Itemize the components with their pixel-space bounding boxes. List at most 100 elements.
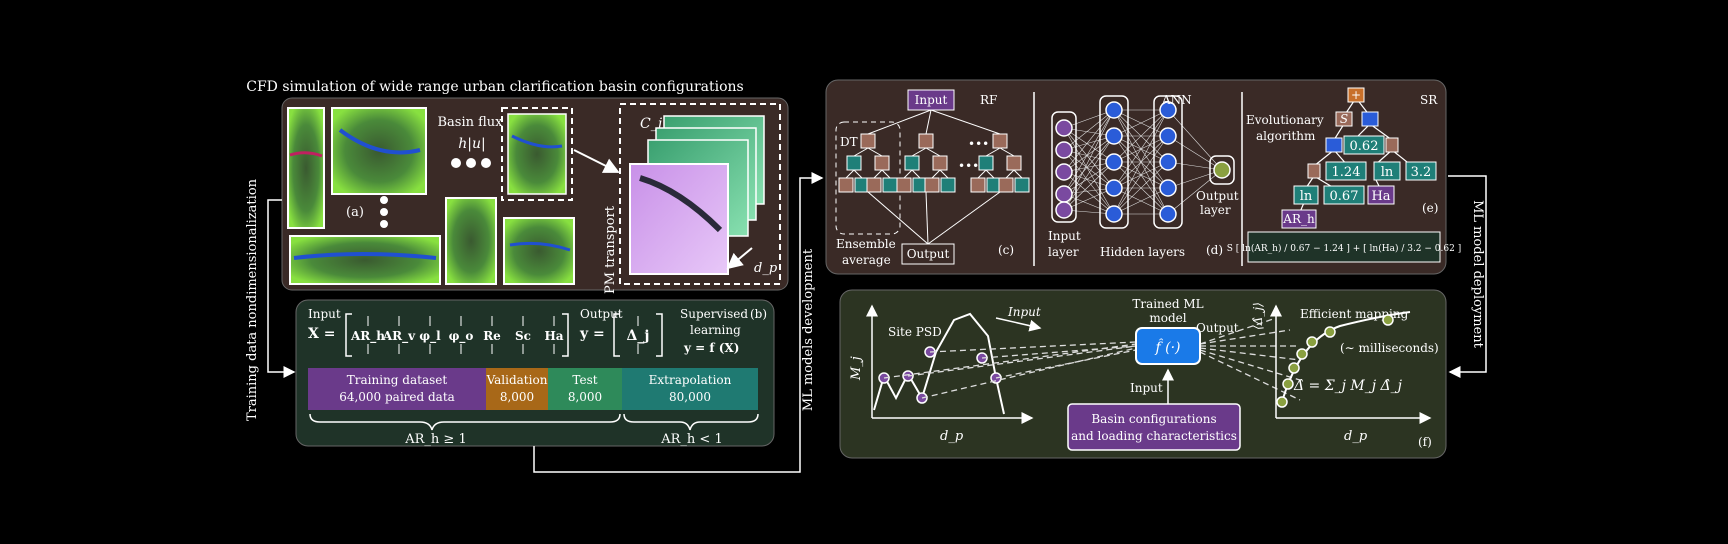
input-column-label: φ_l bbox=[419, 329, 441, 344]
sr-node-0-62: 0.62 bbox=[1350, 139, 1379, 154]
rf-input: Input bbox=[915, 93, 948, 107]
dp2-axis-label: d_p bbox=[1344, 429, 1368, 444]
ann-neuron bbox=[1159, 127, 1177, 145]
ann-neuron bbox=[1213, 161, 1231, 179]
cfd-thumbnail bbox=[287, 107, 325, 229]
input-label: Input bbox=[308, 307, 341, 321]
evolutionary-1: Evolutionary bbox=[1246, 113, 1324, 127]
brace-left-label: AR_h ≥ 1 bbox=[404, 432, 466, 447]
rf-output: Output bbox=[907, 247, 950, 261]
sr-node-1-24: 1.24 bbox=[1332, 165, 1361, 180]
input-column-label: AR_h bbox=[350, 329, 385, 344]
side-label-right: ML model deployment bbox=[1470, 200, 1485, 349]
sr-label: SR bbox=[1420, 93, 1438, 107]
training-count: 64,000 paired data bbox=[339, 390, 455, 404]
connectors: Training data nondimensionalization ML m… bbox=[245, 172, 1487, 473]
rf-node bbox=[918, 133, 934, 149]
cfd-highlight-box bbox=[501, 107, 573, 201]
split-training bbox=[308, 368, 486, 410]
rf-node bbox=[992, 133, 1008, 149]
training-name: Training dataset bbox=[347, 373, 448, 387]
split-test bbox=[548, 368, 622, 410]
ann-network bbox=[1051, 95, 1235, 229]
sr-node-3-2: 3.2 bbox=[1411, 165, 1432, 180]
sr-node-ha: Ha bbox=[1371, 189, 1390, 204]
supervised-label: Supervised bbox=[680, 307, 748, 321]
model-function: f̂ (·) bbox=[1154, 338, 1180, 356]
side-label-left: Training data nondimensionalization bbox=[245, 178, 260, 421]
panel-a-label: (a) bbox=[346, 205, 364, 220]
rf-node bbox=[940, 177, 956, 193]
ann-neuron bbox=[1055, 141, 1073, 159]
basin-config-box bbox=[1067, 403, 1241, 451]
panel-e: SR Evolutionary algorithm + S 0.62 bbox=[1227, 87, 1461, 263]
output-label: Output bbox=[580, 307, 623, 321]
ann-neuron bbox=[1159, 179, 1177, 197]
input-arrow-label: Input bbox=[1007, 305, 1041, 319]
sr-formula: S [ ln(AR_h) / 0.67 − 1.24 ] + [ ln(Ha) … bbox=[1227, 243, 1461, 254]
rf-trees bbox=[838, 109, 1030, 245]
input-column-label: AR_v bbox=[382, 329, 416, 344]
ann-neuron bbox=[1055, 163, 1073, 181]
panel-f-background bbox=[839, 289, 1447, 459]
delta-axis-label: ⟨Δ̂_j⟩ bbox=[1251, 302, 1265, 330]
rf-node bbox=[998, 177, 1014, 193]
rf-node bbox=[904, 155, 920, 171]
rf-node bbox=[882, 177, 898, 193]
panel-f-label: (f) bbox=[1418, 435, 1432, 449]
mj-axis-label: M_j bbox=[849, 356, 864, 381]
rf-node bbox=[866, 177, 882, 193]
split-extrapolation bbox=[622, 368, 758, 410]
ann-neuron bbox=[1055, 119, 1073, 137]
sr-node-ln1: ln bbox=[1381, 165, 1394, 180]
x-equals: X = bbox=[308, 326, 335, 342]
function-label: y = f (X) bbox=[683, 341, 739, 355]
panel-d: ANN Input layer Hidden layers Output lay… bbox=[1048, 93, 1239, 259]
validation-name: Validation bbox=[486, 373, 548, 387]
ann-neuron bbox=[1105, 101, 1123, 119]
ann-neuron bbox=[1105, 127, 1123, 145]
test-count: 8,000 bbox=[568, 390, 602, 404]
flux-symbol: h|u| bbox=[458, 136, 485, 152]
rf-node bbox=[874, 155, 890, 171]
trained-model-1: Trained ML bbox=[1132, 297, 1203, 311]
validation-count: 8,000 bbox=[500, 390, 534, 404]
ann-neuron bbox=[1055, 201, 1073, 219]
sum-formula: Δ̂ = Σ_j M_j Δ̂_j bbox=[1293, 378, 1403, 394]
ensemble-label: Ensemble bbox=[836, 237, 896, 251]
panel-d-label: (d) bbox=[1206, 243, 1223, 257]
rf-dots-top: ••• bbox=[968, 137, 989, 151]
trained-model-box bbox=[1135, 327, 1201, 365]
dt-label: DT bbox=[840, 135, 858, 149]
sr-node-0-67: 0.67 bbox=[1330, 189, 1359, 204]
ann-neuron bbox=[1159, 205, 1177, 223]
cfd-thumbnail bbox=[289, 235, 441, 285]
sr-node-ln2: ln bbox=[1300, 189, 1313, 204]
panel-c: Input RF DT ••• ••• Output Ensemble aver… bbox=[835, 89, 1030, 267]
input-column-label: Ha bbox=[544, 329, 563, 343]
average-label: average bbox=[842, 253, 891, 267]
output-arrow-label: Output bbox=[1196, 321, 1239, 335]
ann-neuron bbox=[1159, 101, 1177, 119]
learning-label: learning bbox=[690, 323, 741, 337]
dp-axis-label: d_p bbox=[940, 429, 964, 444]
rf-node bbox=[932, 155, 948, 171]
rf-node bbox=[970, 177, 986, 193]
cfd-thumbnail bbox=[445, 197, 497, 285]
rf-node bbox=[1006, 155, 1022, 171]
rf-dots-mid: ••• bbox=[958, 159, 979, 173]
y-equals: y = bbox=[579, 326, 605, 342]
rf-node bbox=[846, 155, 862, 171]
basin-flux-label: Basin flux bbox=[437, 115, 503, 130]
output-layer-1: Output bbox=[1196, 189, 1239, 203]
side-label-middle: ML models development bbox=[801, 248, 816, 411]
panel-e-label: (e) bbox=[1422, 201, 1438, 215]
rf-node bbox=[924, 177, 940, 193]
site-psd-label: Site PSD bbox=[888, 325, 942, 339]
extrapolation-count: 80,000 bbox=[669, 390, 711, 404]
ann-label: ANN bbox=[1161, 93, 1192, 107]
svg-text:+: + bbox=[1351, 88, 1361, 102]
cfd-thumbnail bbox=[503, 217, 575, 285]
